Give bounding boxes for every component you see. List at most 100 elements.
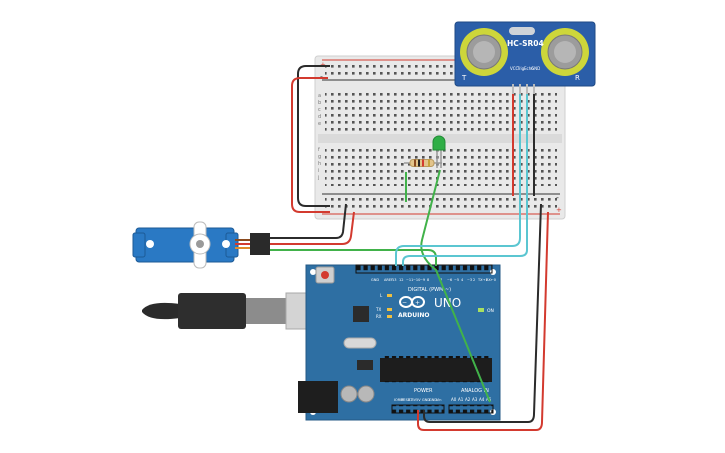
atmega-microcontroller <box>380 358 492 382</box>
digital-header[interactable] <box>355 264 493 274</box>
svg-text:i: i <box>318 168 319 174</box>
wire-servo-power <box>270 211 355 245</box>
svg-text:RX←0: RX←0 <box>486 278 496 282</box>
svg-text:~6: ~6 <box>447 278 452 282</box>
sensor-jumpers[interactable] <box>512 94 535 196</box>
sensor-model-label: HC-SR04 <box>507 39 544 48</box>
usb-plug-housing <box>178 293 246 329</box>
sensor-r-label: R <box>575 74 580 82</box>
wires[interactable] <box>270 65 549 431</box>
rail-minus-label-bottom: - <box>556 193 559 202</box>
usb-interface-chip <box>353 306 369 322</box>
svg-text:5V: 5V <box>416 398 421 402</box>
svg-text:−: − <box>402 300 407 307</box>
svg-text:4: 4 <box>461 278 464 282</box>
wire-servo-ground <box>270 203 347 239</box>
sensor-pin-labels: VCC Trig Echo GND <box>510 66 540 71</box>
led-tx <box>387 308 392 311</box>
servo-mount-hole <box>222 240 230 248</box>
capacitor <box>340 385 358 403</box>
analog-label: ANALOG IN <box>461 388 489 394</box>
on-label: ON <box>487 308 494 314</box>
digital-label: DIGITAL (PWM ~) <box>408 287 451 293</box>
svg-text:A2: A2 <box>465 397 471 402</box>
svg-text:A4: A4 <box>479 397 485 402</box>
wire-rail-bridge-red <box>291 77 330 213</box>
sensor-pins[interactable] <box>512 84 535 94</box>
wire-servo-signal <box>270 249 437 266</box>
tx-label: TX <box>375 307 381 312</box>
svg-text:A1: A1 <box>458 397 464 402</box>
svg-text:RESET: RESET <box>401 398 413 402</box>
capacitor <box>357 385 375 403</box>
voltage-regulator <box>357 360 373 370</box>
servo-shaft <box>196 240 204 248</box>
svg-text:Trig: Trig <box>516 66 525 71</box>
power-label: POWER <box>414 388 433 394</box>
svg-text:h: h <box>318 161 321 167</box>
uno-label: UNO <box>434 296 461 310</box>
svg-text:c: c <box>318 107 321 113</box>
svg-text:IOREF: IOREF <box>394 398 404 402</box>
usb-plug-metal <box>246 298 286 324</box>
svg-text:d: d <box>318 114 321 120</box>
svg-text:Vin: Vin <box>436 398 442 402</box>
ultrasonic-sensor[interactable]: HC-SR04 T R VCC Trig Echo GND <box>454 21 596 94</box>
crystal <box>343 337 377 349</box>
wire-ground-supply <box>423 203 542 423</box>
svg-text:f: f <box>318 147 320 153</box>
servo-connector[interactable] <box>250 233 270 255</box>
bottom-power-rail-holes[interactable] <box>325 196 557 212</box>
svg-text:~3: ~3 <box>467 278 472 282</box>
svg-text:3.3V: 3.3V <box>408 398 417 402</box>
wire-sensor-echo <box>402 196 528 266</box>
power-pin-labels: IOREF RESET 3.3V 5V GND GND Vin <box>394 398 442 402</box>
analog-pin-labels: A0 A1 A2 A3 A4 A5 <box>451 397 492 402</box>
arduino-uno[interactable]: DIGITAL (PWM ~) AREF GND 13 12 ~11 ~10 ~… <box>298 264 501 421</box>
svg-text:A3: A3 <box>472 397 478 402</box>
svg-text:~5: ~5 <box>454 278 459 282</box>
rail-minus-label: - <box>320 72 323 81</box>
svg-text:13: 13 <box>392 278 396 282</box>
analog-header[interactable] <box>448 404 494 414</box>
svg-text:A0: A0 <box>451 397 457 402</box>
svg-text:TX→1: TX→1 <box>477 278 488 282</box>
wire-5v-supply <box>417 211 549 431</box>
aref-label: AREF <box>384 278 393 282</box>
svg-text:~11: ~11 <box>406 278 413 282</box>
mounting-hole <box>310 269 316 275</box>
svg-text:e: e <box>318 121 321 127</box>
arduino-logo-text: ARDUINO <box>398 312 429 319</box>
sensor-t-label: T <box>461 74 467 82</box>
svg-text:2: 2 <box>473 278 475 282</box>
power-led <box>478 308 484 312</box>
dc-power-jack[interactable] <box>298 381 338 413</box>
row-letters: a b c d e f g h i j <box>317 93 321 181</box>
svg-text:8: 8 <box>427 278 429 282</box>
svg-text:~10: ~10 <box>413 278 420 282</box>
rx-label: RX <box>376 314 382 319</box>
rail-plus-label-bottom: + <box>556 206 562 214</box>
svg-text:j: j <box>317 175 319 181</box>
svg-text:GND: GND <box>531 66 540 71</box>
led-rx <box>387 315 392 318</box>
upper-terminal-holes[interactable] <box>325 92 557 132</box>
crystal-oscillator <box>509 27 535 35</box>
svg-text:GND: GND <box>429 398 437 402</box>
servo-motor[interactable] <box>132 221 270 269</box>
svg-text:VCC: VCC <box>510 66 519 71</box>
l-label: L <box>380 293 383 298</box>
svg-text:g: g <box>318 154 321 160</box>
svg-text:GND: GND <box>422 398 430 402</box>
svg-text:+: + <box>415 300 420 307</box>
svg-text:Echo: Echo <box>524 66 534 71</box>
servo-mount-hole <box>146 240 154 248</box>
arduino-logo-icon: − + <box>399 296 425 308</box>
header-gnd-label: GND <box>371 278 379 282</box>
green-led[interactable] <box>432 135 446 168</box>
resistor[interactable] <box>404 159 442 167</box>
wire-sensor-trig <box>395 196 521 266</box>
svg-text:a: a <box>318 93 321 99</box>
svg-text:12: 12 <box>399 278 403 282</box>
